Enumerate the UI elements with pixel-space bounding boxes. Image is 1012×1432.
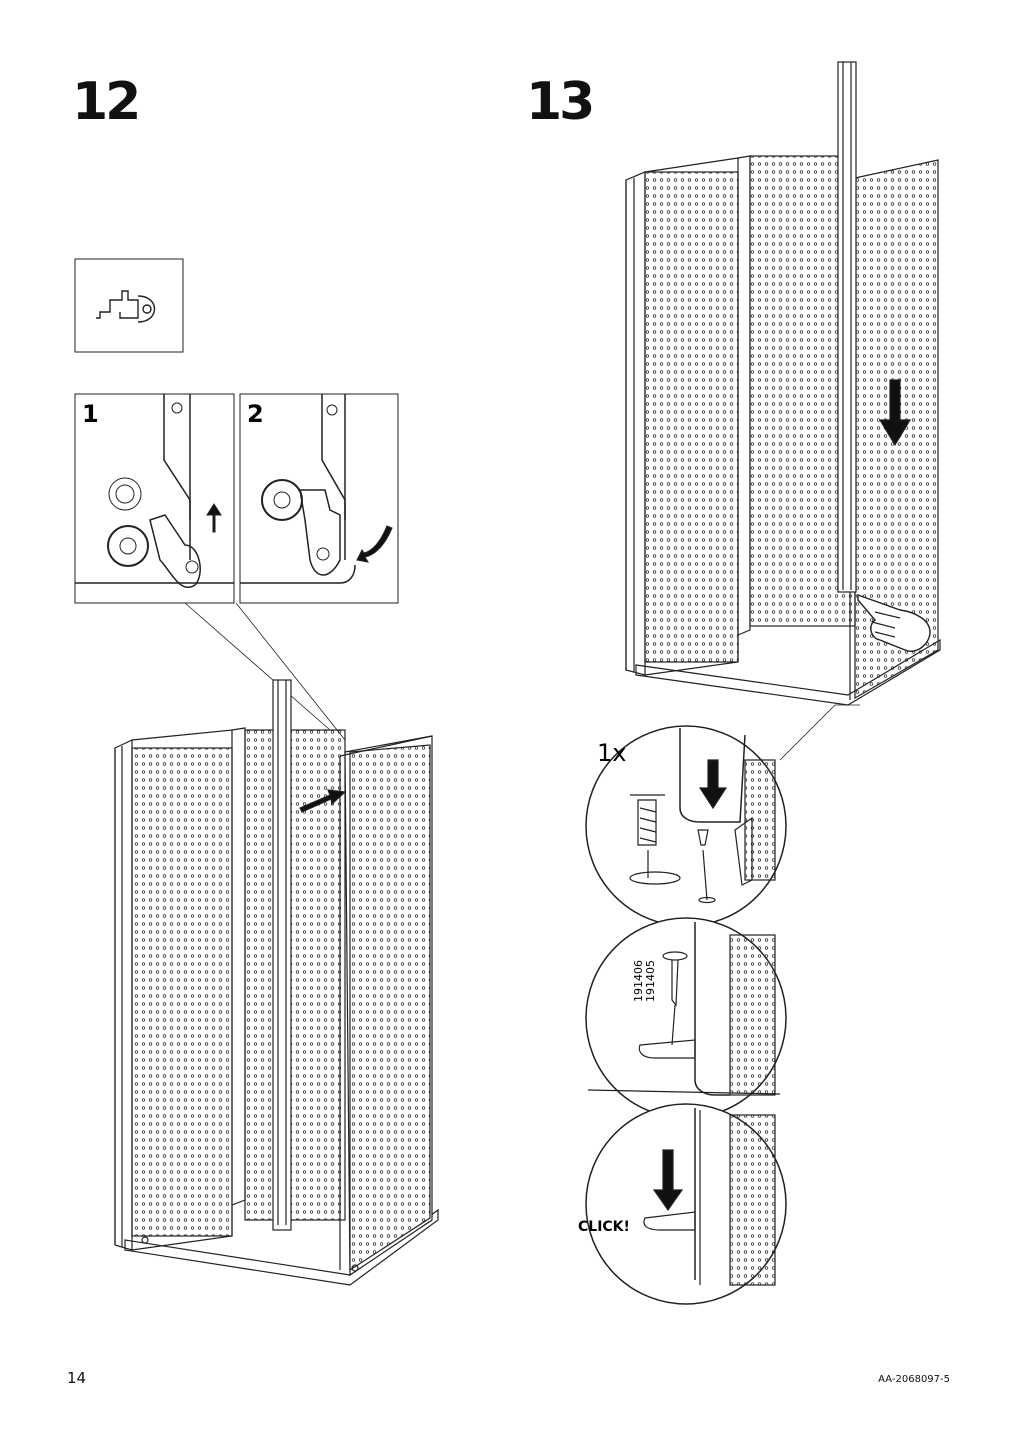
document-code: AA-2068097-5 xyxy=(878,1374,950,1385)
cabinet-step-12 xyxy=(114,679,439,1286)
page-number: 14 xyxy=(67,1369,87,1387)
down-arrow-icon xyxy=(652,1149,684,1212)
detail-circle-screw xyxy=(585,725,787,927)
detail-circle-click xyxy=(585,1103,787,1305)
step-12-number: 12 xyxy=(72,72,141,132)
connector-part-box xyxy=(74,258,184,353)
detail-box-2 xyxy=(239,393,399,604)
detail-box-1 xyxy=(74,393,235,604)
part-number-labels: 191406 191405 xyxy=(632,960,657,1002)
down-arrow-icon xyxy=(878,379,912,447)
cabinet-step-13 xyxy=(625,61,941,706)
substep-2-label: 2 xyxy=(247,400,264,428)
up-arrow-icon xyxy=(206,503,222,533)
pointing-hand-icon xyxy=(857,594,931,652)
quantity-label: 1x xyxy=(597,739,626,767)
part-number-191406: 191406 xyxy=(632,960,645,1002)
part-number-191405: 191405 xyxy=(644,960,657,1002)
substep-1-label: 1 xyxy=(82,400,99,428)
curved-arrow-icon xyxy=(356,525,393,563)
click-label: CLICK! xyxy=(578,1219,630,1235)
connector-clip-icon xyxy=(96,290,155,323)
detail-circle-pin xyxy=(585,917,787,1119)
down-arrow-icon xyxy=(698,759,728,810)
step-13-number: 13 xyxy=(526,72,595,132)
